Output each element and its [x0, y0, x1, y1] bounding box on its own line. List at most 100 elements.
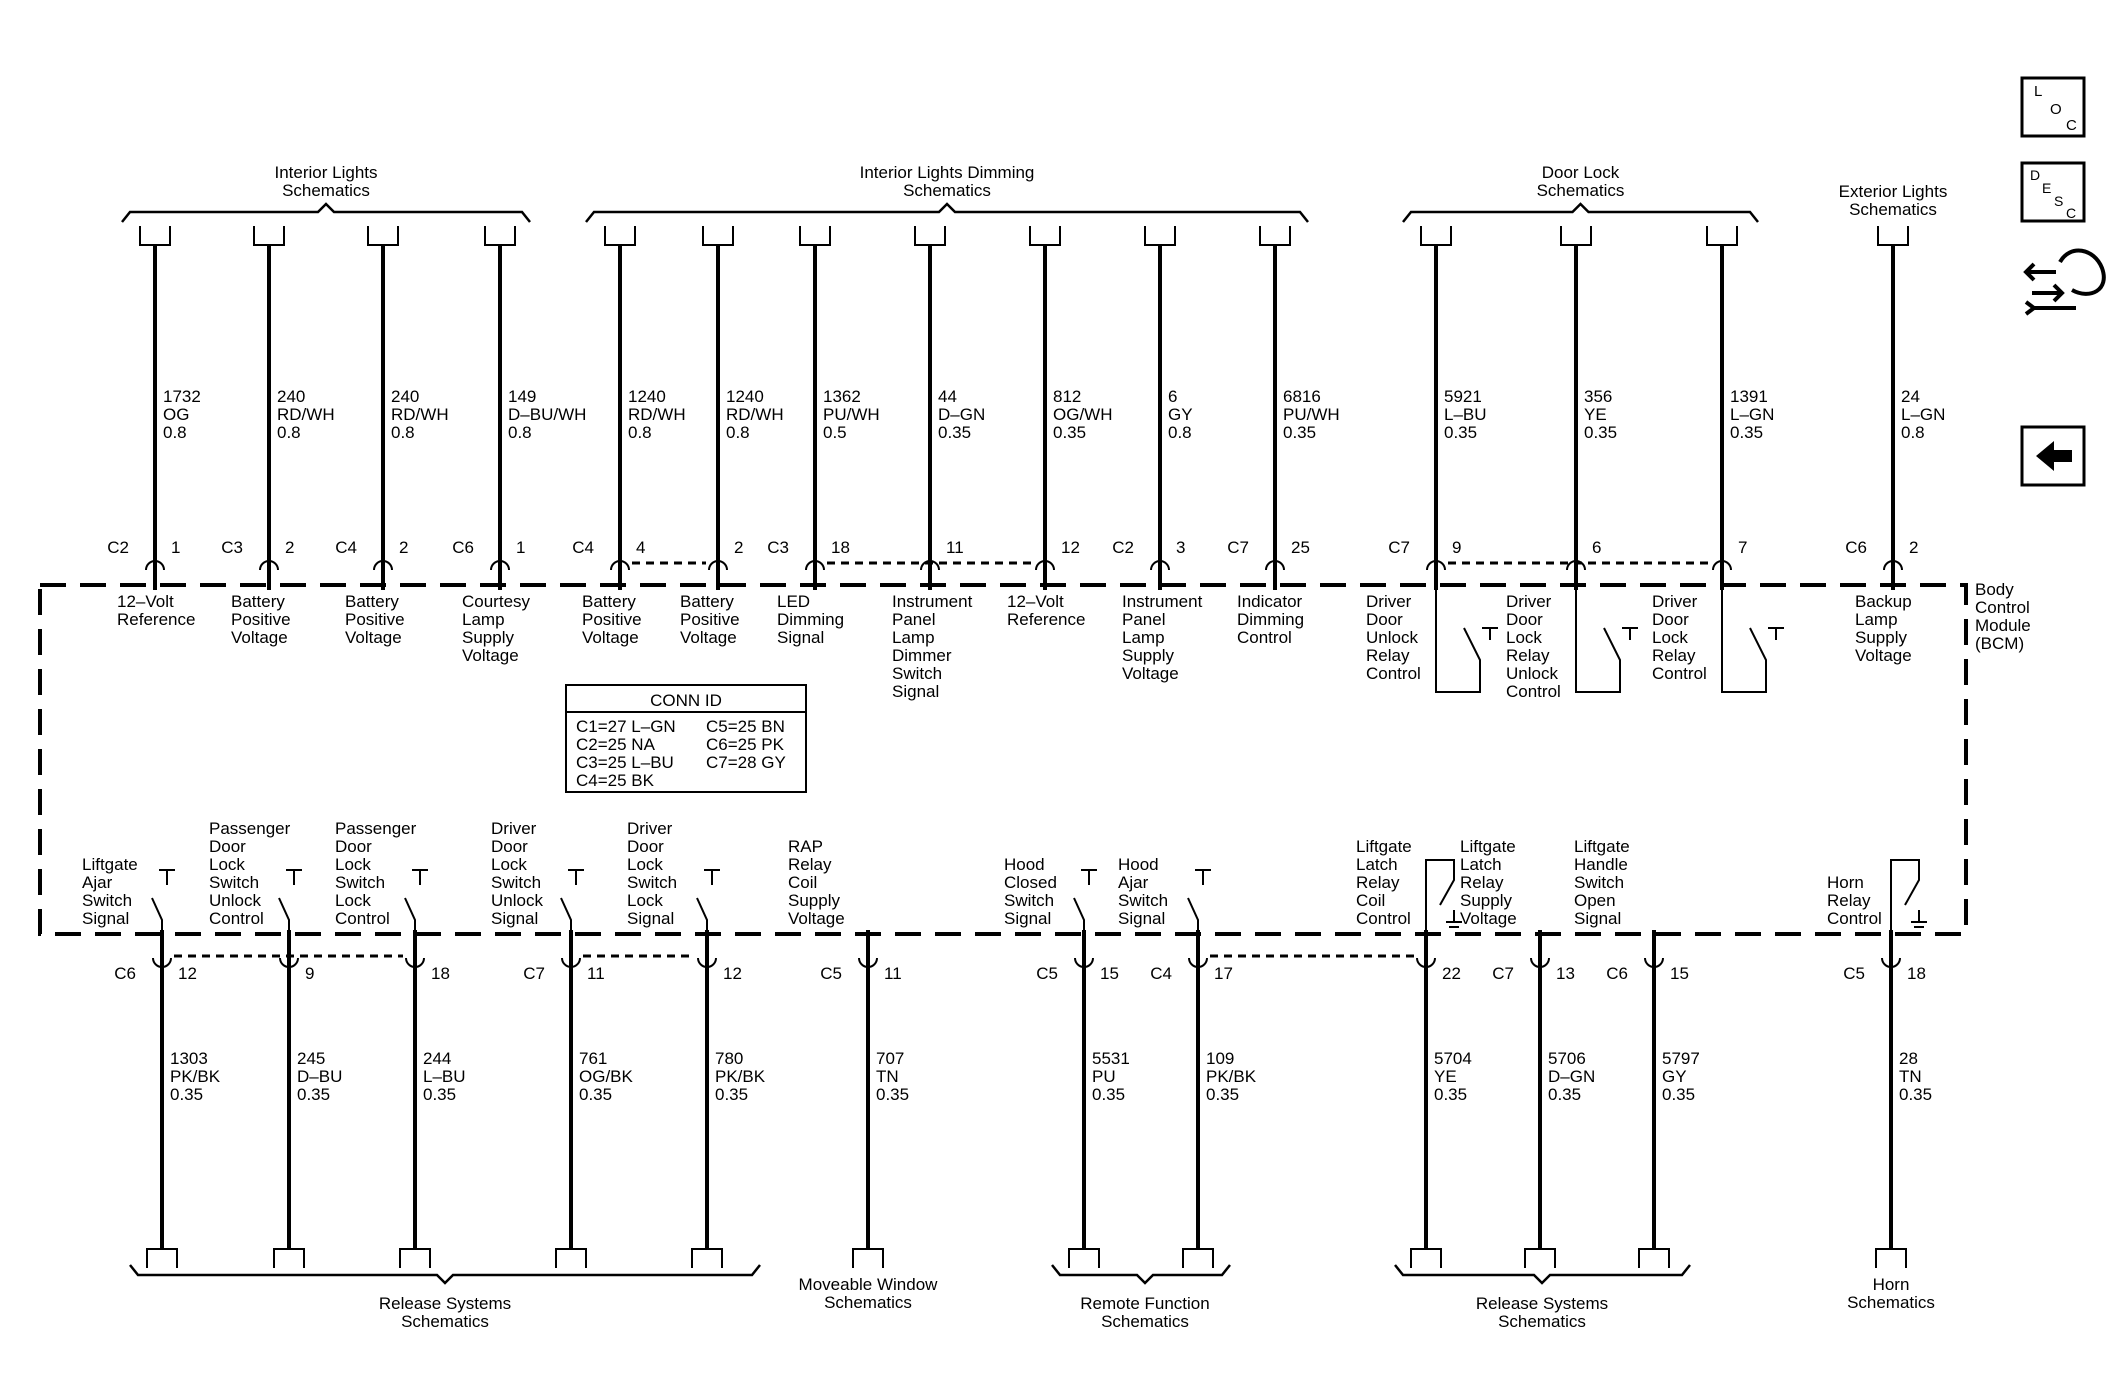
terminal-block [1029, 226, 1061, 246]
top-group-title-line: Schematics [1537, 181, 1625, 200]
back-button[interactable] [2020, 425, 2086, 487]
loc-button[interactable]: LOC [2020, 76, 2086, 138]
wire-label-line: 0.35 [1662, 1085, 1695, 1104]
conn-id-left-col-line: C3=25 L–BU [576, 753, 674, 772]
harness-icon[interactable] [2023, 262, 2065, 303]
relay-supply-symbol [1768, 627, 1784, 640]
circuit-function-label-line: Driver [491, 819, 537, 838]
wire-label-line: 0.35 [1899, 1085, 1932, 1104]
wire-label-line: 0.35 [1548, 1085, 1581, 1104]
wire-label-line: 6 [1168, 387, 1177, 406]
desc-icon[interactable] [2020, 161, 2086, 223]
wire-label-line: RD/WH [391, 405, 449, 424]
circuit-function-label-line: Control [1506, 682, 1561, 701]
wire-label-line: 0.8 [277, 423, 301, 442]
circuit-function-label-line: Dimming [777, 610, 844, 629]
connector-id: C5 [1036, 964, 1058, 983]
terminal-block [484, 226, 516, 246]
pin-number: 15 [1100, 964, 1119, 983]
terminal-block [1259, 226, 1291, 246]
circuit-function-label-line: Control [1827, 909, 1882, 928]
bottom-group-title-line: Schematics [1847, 1293, 1935, 1312]
circuit-function-label-line: Reference [1007, 610, 1085, 629]
pin-number: 11 [587, 964, 605, 983]
wire-label-line: 109 [1206, 1049, 1234, 1068]
pin-number: 2 [285, 538, 294, 557]
circuit-function-label-line: LED [777, 592, 810, 611]
terminal-block [1875, 1248, 1907, 1268]
circuit-function-label-line: Hood [1118, 855, 1159, 874]
circuit-function-label-line: Backup [1855, 592, 1912, 611]
circuit-function-label-line: Relay [1356, 873, 1400, 892]
terminal-block [1068, 1248, 1100, 1268]
wire-label-line: 1362 [823, 387, 861, 406]
switch-supply-symbol [286, 869, 302, 885]
harness-button[interactable] [2023, 248, 2106, 316]
switch-contact [1073, 897, 1085, 934]
circuit-function-label-line: Passenger [209, 819, 291, 838]
wire-label-line: 0.5 [823, 423, 847, 442]
pin-number: 18 [1907, 964, 1926, 983]
relay-contact [1721, 590, 1767, 693]
wire-label-line: GY [1662, 1067, 1687, 1086]
circuit-function-label-line: Door [627, 837, 664, 856]
wire-label-line: 0.35 [579, 1085, 612, 1104]
harness-icon-wrench[interactable] [2024, 300, 2076, 316]
circuit-function-label-line: Switch [335, 873, 385, 892]
circuit-function-label-line: Relay [1827, 891, 1871, 910]
circuit-function-label-line: Door [335, 837, 372, 856]
back-arrow-shape[interactable] [2036, 441, 2072, 471]
wire-label-line: 0.35 [938, 423, 971, 442]
circuit-function-label-line: Switch [491, 873, 541, 892]
circuit-function-label-line: Signal [1118, 909, 1165, 928]
circuit-function-label-line: Driver [627, 819, 673, 838]
top-group-title-line: Schematics [903, 181, 991, 200]
wire-label-line: 244 [423, 1049, 451, 1068]
circuit-function-label-line: Latch [1460, 855, 1502, 874]
harness-icon-hand[interactable] [2058, 248, 2106, 296]
wire-label-line: 6816 [1283, 387, 1321, 406]
wire-label-line: OG/BK [579, 1067, 634, 1086]
relay-coil [1890, 859, 1920, 934]
switch-contact [278, 897, 290, 934]
bottom-circuit: 780PK/BK0.3512DriverDoorLockSwitchLockSi… [627, 819, 766, 1268]
wire-label-line: D–BU [297, 1067, 342, 1086]
circuit-function-label-line: Voltage [680, 628, 737, 647]
switch-supply-symbol [1195, 869, 1211, 885]
top-group-title-line: Schematics [1849, 200, 1937, 219]
wire-label-line: 0.35 [423, 1085, 456, 1104]
loc-icon[interactable] [2020, 76, 2086, 138]
circuit-function-label-line: Relay [1652, 646, 1696, 665]
connector-symbol [1188, 957, 1208, 968]
top-bracket [585, 202, 1309, 223]
circuit-function-label-line: Door [1506, 610, 1543, 629]
circuit-function-label-line: Relay [1460, 873, 1504, 892]
circuit-function-label-line: Liftgate [1356, 837, 1412, 856]
ground-symbol [1446, 910, 1462, 928]
terminal-block [914, 226, 946, 246]
module-label-line: Control [1975, 598, 2030, 617]
terminal-block [1706, 226, 1738, 246]
wire-label-line: 0.8 [508, 423, 532, 442]
terminal-block [799, 226, 831, 246]
circuit-function-label-line: Unlock [1506, 664, 1558, 683]
conn-id-right-col-line: C6=25 PK [706, 735, 785, 754]
